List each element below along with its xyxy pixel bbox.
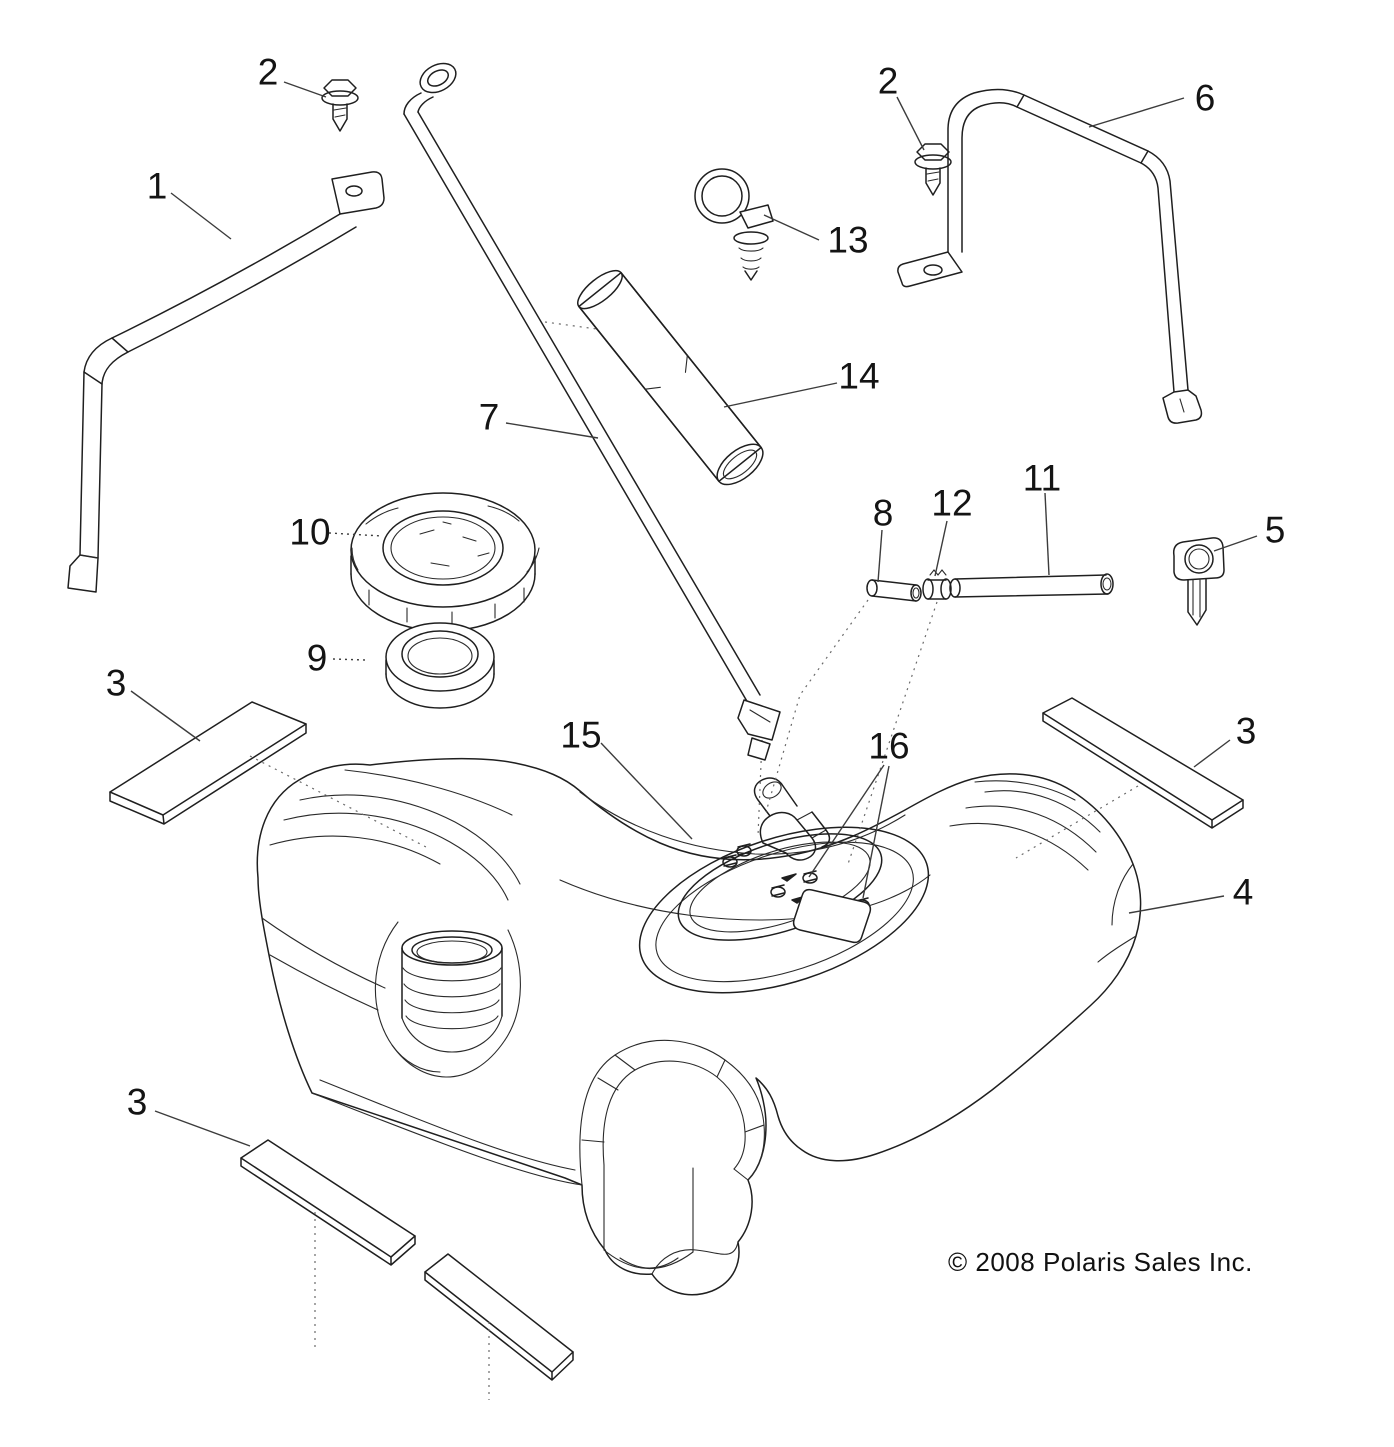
callout-label: 4 <box>1233 872 1254 913</box>
callout-label: 3 <box>1236 711 1257 752</box>
cable-clip <box>694 168 774 281</box>
copyright-notice: © 2008 Polaris Sales Inc. <box>948 1247 1253 1277</box>
callout-label: 2 <box>258 52 279 93</box>
callout-leader-line <box>130 690 201 742</box>
tank-strap-rear <box>897 88 1203 424</box>
callout-label: 15 <box>560 715 601 756</box>
fuel-tank <box>256 757 1142 1296</box>
callout-leader-line <box>332 658 366 661</box>
foam-strip-bottom-left <box>240 1139 416 1266</box>
callout-label: 3 <box>106 663 127 704</box>
fuel-outlet-fitting <box>753 777 831 861</box>
foam-strip-top-left <box>109 701 307 825</box>
tank-sump <box>579 1039 765 1275</box>
filler-neck <box>401 930 503 1053</box>
callout-leader-line <box>723 382 838 408</box>
callout-leader-line <box>934 520 948 577</box>
callout-label: 6 <box>1195 78 1216 119</box>
tank-strap-front <box>67 171 385 593</box>
pressure-regulator <box>792 888 872 944</box>
callout-label: 11 <box>1023 458 1061 499</box>
foam-strip-top-right <box>1042 697 1244 829</box>
callout-label: 13 <box>827 220 868 261</box>
flange-screw <box>722 854 738 868</box>
filler-neck-seal <box>385 622 495 709</box>
flange-screw <box>770 884 786 898</box>
flange-screw <box>736 843 752 857</box>
fuel-hose-short <box>866 579 922 602</box>
callout-leader-line <box>763 214 820 241</box>
callout-leader-line <box>896 96 925 151</box>
callout-leader-line <box>154 1110 251 1147</box>
callout-leader-line <box>1193 739 1231 768</box>
callout-leader-line <box>1088 97 1185 128</box>
callout-label: 16 <box>868 726 909 767</box>
flange-screw <box>802 870 818 884</box>
flange-bolt-left <box>321 79 359 132</box>
assembly-guide-lines <box>249 321 1139 1400</box>
callout-leader-line <box>808 764 885 878</box>
push-rivet <box>1172 537 1225 626</box>
vent-line <box>403 62 781 761</box>
pump-flange-recess <box>638 826 930 994</box>
callout-label: 8 <box>873 493 894 534</box>
callout-label: 14 <box>838 356 879 397</box>
callout-leader-line <box>283 81 327 98</box>
fuel-cap <box>350 492 540 632</box>
callout-label: 3 <box>127 1082 148 1123</box>
callout-label: 7 <box>479 397 500 438</box>
flange-bolt-right <box>914 143 952 196</box>
callout-leader-line <box>1044 492 1050 576</box>
callout-label: 9 <box>307 638 328 679</box>
callout-leader-line <box>877 529 883 583</box>
foam-strip-bottom-mid <box>424 1253 574 1381</box>
callout-leader-line <box>1213 535 1258 552</box>
callout-label: 1 <box>147 166 168 207</box>
callout-label: 2 <box>878 61 899 102</box>
callout-leader-line <box>862 765 890 899</box>
callout-leader-line <box>1128 895 1225 914</box>
hose-clamp <box>922 569 952 600</box>
callout-label: 5 <box>1265 510 1286 551</box>
callout-label: 12 <box>931 483 972 524</box>
callout-leader-line <box>170 192 232 240</box>
callout-label: 10 <box>289 512 330 553</box>
fuel-hose-long <box>949 573 1114 598</box>
callout-leader-line <box>600 742 693 840</box>
callout-leader-line <box>505 422 599 439</box>
vent-line-sleeve <box>577 269 764 486</box>
